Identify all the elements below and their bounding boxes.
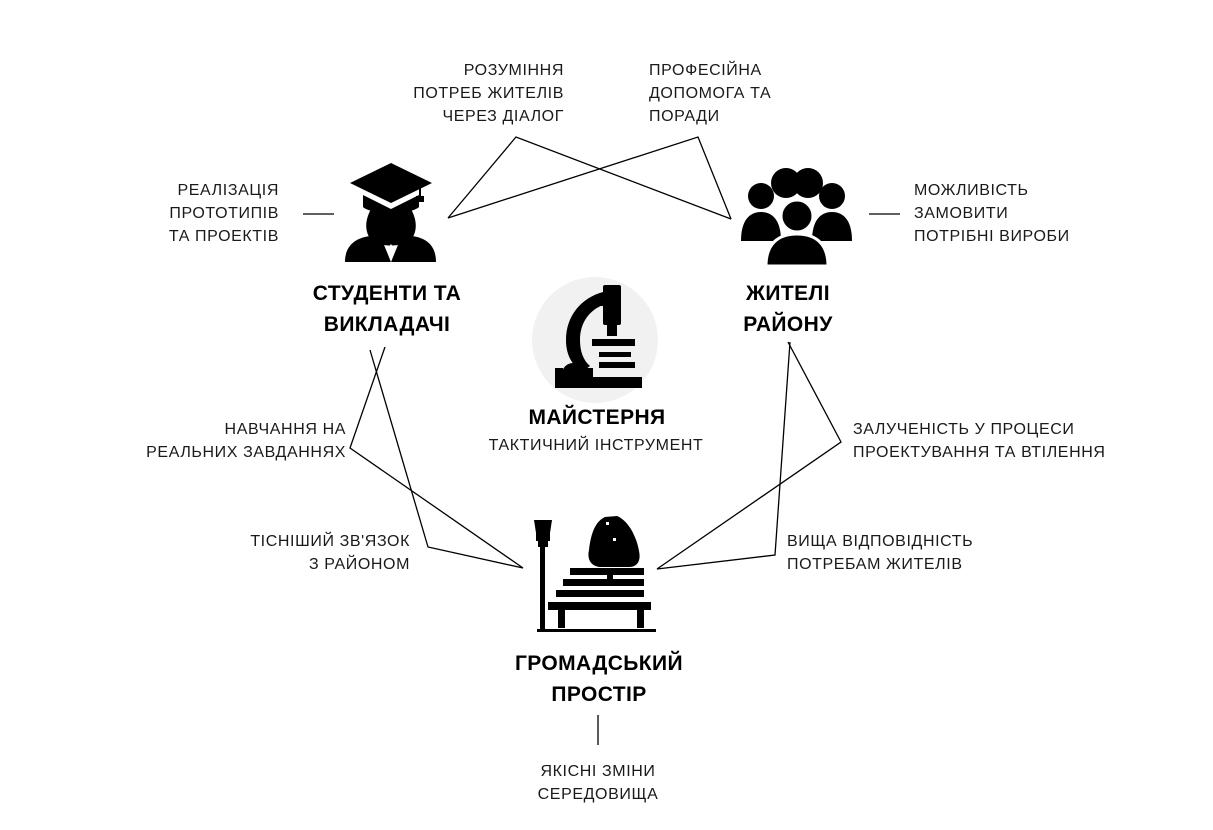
connector-students-to-space-inner <box>369 349 524 569</box>
label-involvement-line1: Залученість у процеси <box>853 421 1075 438</box>
label-learning-line1: Навчання на <box>224 421 346 438</box>
label-higher-fit-line1: Вища відповідність <box>787 533 974 550</box>
label-learning: Навчання на реальних завданнях <box>146 418 346 464</box>
connector-lines <box>303 136 900 745</box>
label-higher-fit: Вища відповідність потребам жителів <box>787 530 973 576</box>
graduate-icon <box>345 163 436 262</box>
workshop-subtitle: Тактичний інструмент <box>488 437 704 454</box>
label-understanding-line3: через діалог <box>442 108 564 125</box>
label-understanding: Розуміння потреб жителів через діалог <box>413 59 564 128</box>
label-order-products-line3: потрібні вироби <box>914 228 1070 245</box>
label-professional-help-line1: Професійна <box>649 62 762 79</box>
public-space-title-line2: простір <box>551 683 647 706</box>
label-professional-help-line2: допомога та <box>649 85 772 102</box>
residents-title-line2: району <box>743 313 833 336</box>
label-prototypes: Реалізація прототипів та проектів <box>169 179 279 248</box>
label-quality-changes-line2: середовища <box>537 786 659 803</box>
label-quality-changes: Якісні зміни середовища <box>488 760 708 806</box>
label-order-products-line2: замовити <box>914 205 1009 222</box>
label-understanding-line2: потреб жителів <box>413 85 564 102</box>
label-professional-help: Професійна допомога та поради <box>649 59 771 128</box>
label-higher-fit-line2: потребам жителів <box>787 556 963 573</box>
label-professional-help-line3: поради <box>649 108 720 125</box>
park-bench-icon <box>534 516 656 632</box>
public-space-title-line1: Громадський <box>514 652 684 675</box>
students-title-line2: викладачі <box>323 313 451 336</box>
label-closer-link-line1: Тісніший зв'язок <box>250 533 410 550</box>
label-closer-link-line2: з районом <box>308 556 410 573</box>
people-group-icon <box>741 168 852 268</box>
connector-residents-to-space-inner <box>656 341 791 570</box>
connector-residents-to-space-outer <box>656 341 842 570</box>
label-involvement-line2: проектування та втілення <box>853 444 1106 461</box>
label-understanding-line1: Розуміння <box>463 62 564 79</box>
connector-residents-to-help <box>447 136 732 220</box>
workshop-title: Майстерня <box>497 402 697 433</box>
label-learning-line2: реальних завданнях <box>146 444 346 461</box>
residents-title-line1: Жителі <box>746 282 830 305</box>
public-space-title: Громадський простір <box>489 648 709 710</box>
label-involvement: Залученість у процеси проектування та вт… <box>853 418 1106 464</box>
label-prototypes-line2: прототипів <box>169 205 279 222</box>
label-prototypes-line3: та проектів <box>168 228 279 245</box>
microscope-icon <box>555 285 642 388</box>
label-closer-link: Тісніший зв'язок з районом <box>250 530 410 576</box>
connector-students-to-understanding <box>447 136 732 220</box>
label-order-products-line1: Можливість <box>914 182 1029 199</box>
label-order-products: Можливість замовити потрібні вироби <box>914 179 1070 248</box>
students-title: Студенти та викладачі <box>287 278 487 340</box>
workshop-title-text: Майстерня <box>528 406 666 429</box>
residents-title: Жителі району <box>688 278 888 340</box>
label-prototypes-line1: Реалізація <box>177 182 279 199</box>
label-quality-changes-line1: Якісні зміни <box>540 763 656 780</box>
students-title-line1: Студенти та <box>312 282 462 305</box>
connector-students-to-space-outer <box>349 346 524 569</box>
